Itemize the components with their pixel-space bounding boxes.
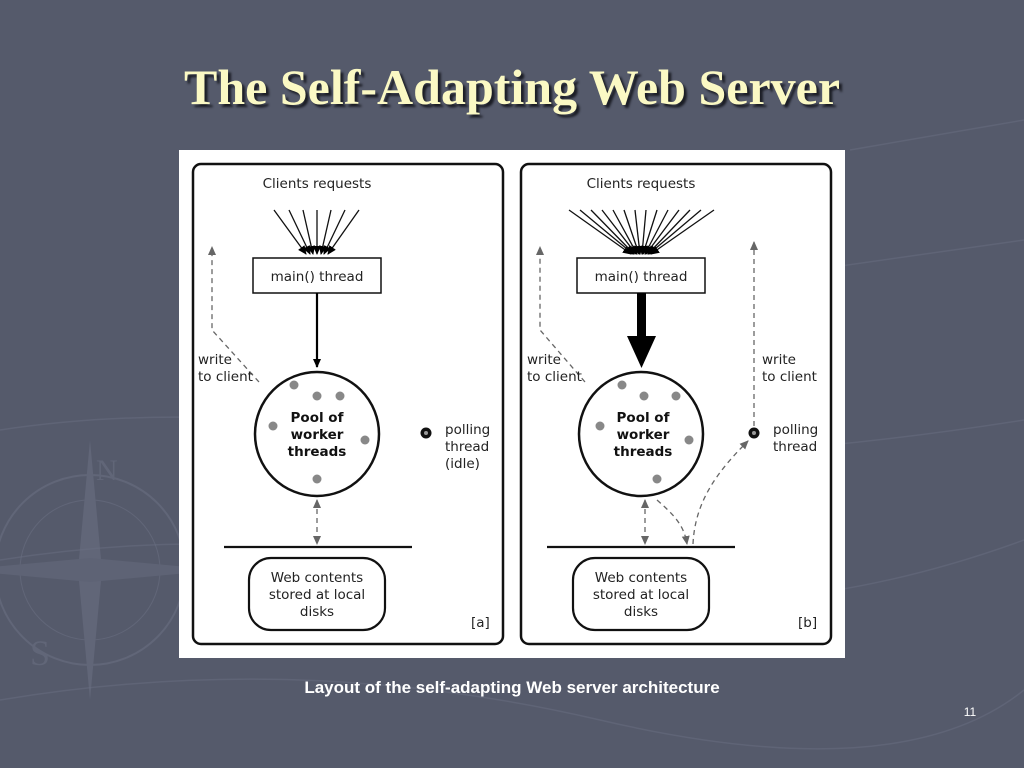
write-label: write <box>198 352 232 368</box>
heavy-dispatch-arrow-shaft <box>637 293 646 338</box>
to-client-label-right: to client <box>762 369 817 385</box>
polling-label-line1: polling <box>445 422 490 438</box>
write-label-left: write <box>527 352 561 368</box>
polling-label-line2: thread <box>773 439 817 455</box>
pool-label-line2: worker <box>617 427 670 443</box>
pool-label-line3: threads <box>288 444 347 460</box>
pool-to-disk-arrow <box>656 499 690 545</box>
figure-caption: Layout of the self-adapting Web server a… <box>304 678 720 697</box>
pool-label-line2: worker <box>291 427 344 443</box>
heavy-dispatch-arrow-head <box>627 336 656 368</box>
main-thread-label: main() thread <box>271 269 364 285</box>
write-label-right: write <box>762 352 796 368</box>
to-client-label-left: to client <box>527 369 582 385</box>
main-thread-box <box>252 257 382 294</box>
web-contents-line3: disks <box>624 604 658 620</box>
main-thread-label: main() thread <box>595 269 688 285</box>
web-contents-line3: disks <box>300 604 334 620</box>
write-to-client-arrow-left <box>536 246 586 383</box>
panel-a-tag: [a] <box>471 615 490 631</box>
polling-label-line2: thread <box>445 439 489 455</box>
svg-text:S: S <box>30 633 50 673</box>
polling-request-arrow <box>692 440 749 545</box>
to-client-label: to client <box>198 369 253 385</box>
web-contents-box <box>247 556 387 632</box>
polling-label-line1: polling <box>773 422 818 438</box>
panel-a: Clients requests main() thread write to … <box>191 162 505 646</box>
main-thread-box <box>576 257 706 294</box>
web-contents-line2: stored at local <box>593 587 689 603</box>
worker-pool-circle <box>253 370 381 498</box>
web-contents-line1: Web contents <box>271 570 363 586</box>
incoming-requests-arrows <box>273 209 360 255</box>
incoming-requests-arrows <box>568 209 715 255</box>
web-contents-line1: Web contents <box>595 570 687 586</box>
slide-title: The Self-Adapting Web Server <box>183 59 841 115</box>
clients-requests-label: Clients requests <box>587 176 696 192</box>
worker-thread-dots <box>595 380 694 484</box>
worker-thread-dots <box>268 380 370 484</box>
architecture-figure: Clients requests main() thread write to … <box>179 150 845 658</box>
pool-label-line1: Pool of <box>617 410 670 426</box>
web-contents-box <box>571 556 711 632</box>
clients-requests-label: Clients requests <box>263 176 372 192</box>
panel-b-tag: [b] <box>798 615 817 631</box>
panel-b-frame <box>519 162 833 646</box>
polling-label-line3: (idle) <box>445 456 480 472</box>
pool-label-line1: Pool of <box>291 410 344 426</box>
panel-b: Clients requests main() thread <box>519 162 833 646</box>
architecture-diagram: Clients requests main() thread write to … <box>191 162 833 646</box>
pool-label-line3: threads <box>614 444 673 460</box>
panel-a-frame <box>191 162 505 646</box>
worker-pool-circle <box>577 370 705 498</box>
svg-text:N: N <box>96 454 118 487</box>
web-contents-line2: stored at local <box>269 587 365 603</box>
page-number: 11 <box>963 705 977 719</box>
